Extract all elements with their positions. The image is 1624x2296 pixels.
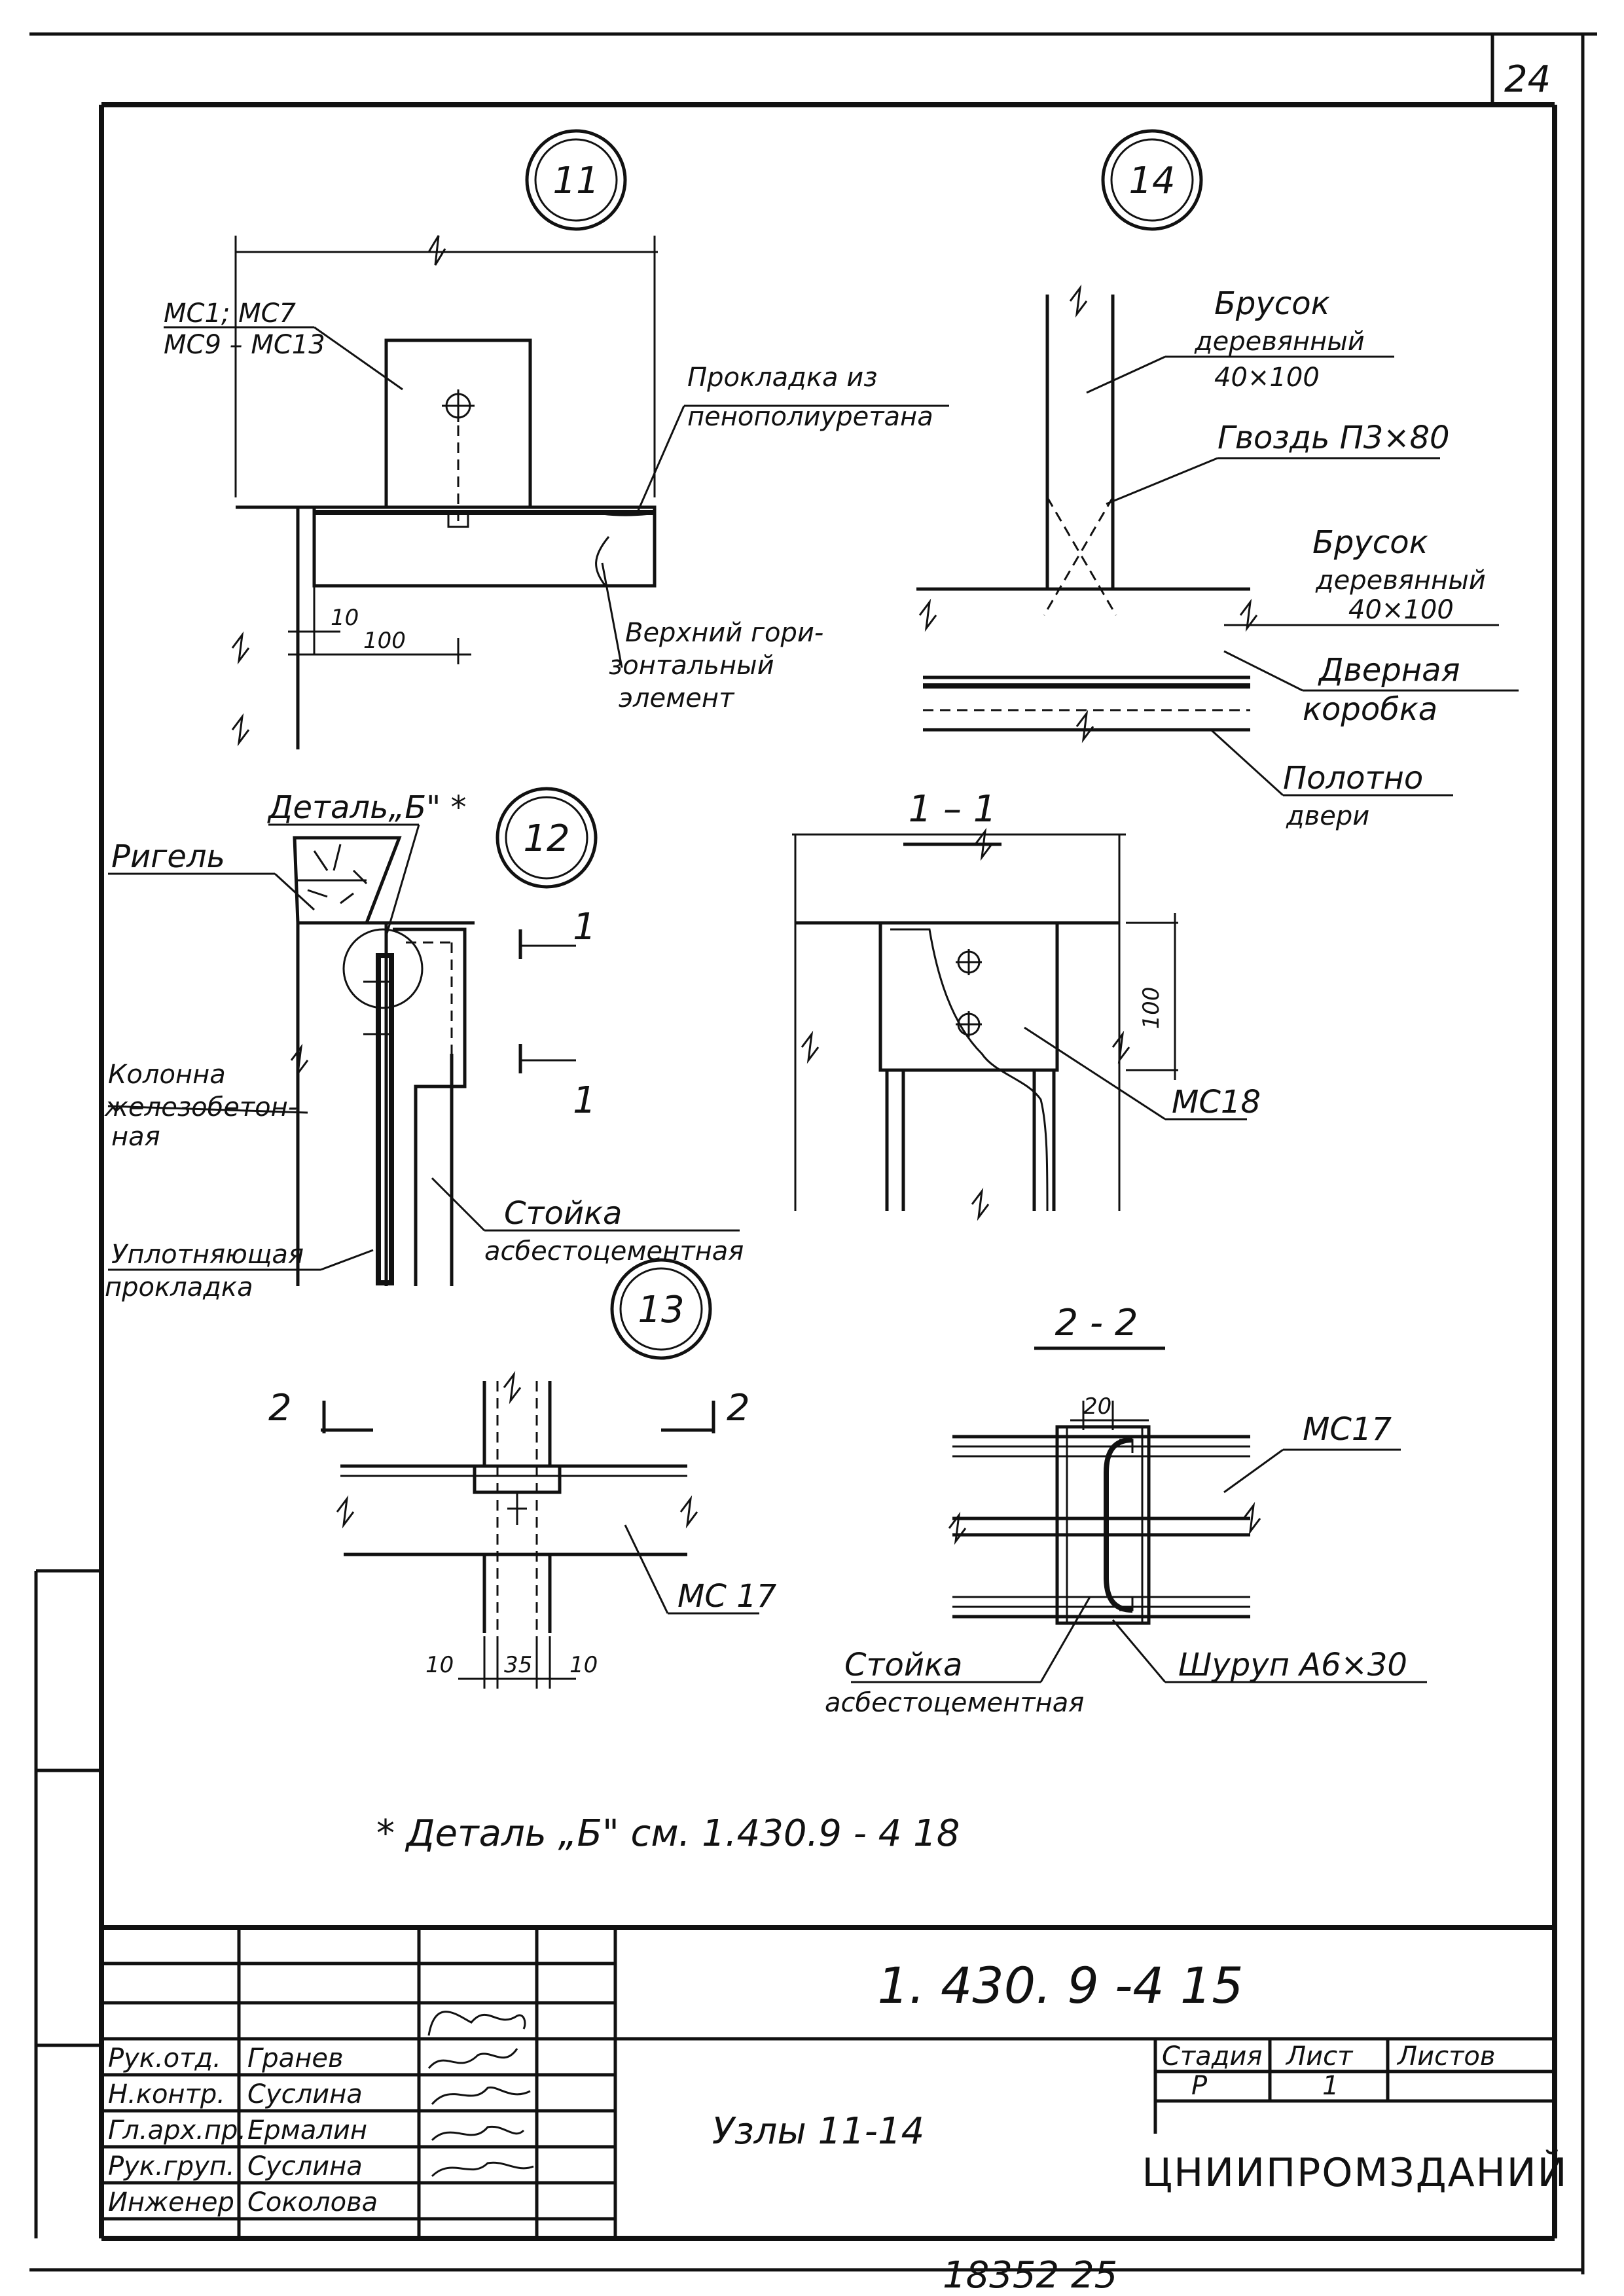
title-block [101, 1925, 1555, 2238]
tb-code: 1. 430. 9 -4 15 [877, 1956, 1243, 2015]
detail-14: 14 [916, 129, 1519, 797]
tb-stage-header: Стадия [1162, 2041, 1262, 2072]
s11-title: 1 – 1 [909, 788, 997, 831]
d11-dim-10: 10 [331, 605, 359, 631]
tb-role-5: Инженер [108, 2187, 234, 2217]
tb-name-2: Суслина [247, 2079, 363, 2109]
s22-title: 2 - 2 [1055, 1302, 1138, 1344]
s22-post-2: асбестоцементная [825, 1688, 1084, 1718]
d12-column-2: железобетон- [104, 1092, 297, 1122]
d14-bar-top-1: Брусок [1214, 285, 1330, 322]
d14-bar-mid-3: 40×100 [1348, 595, 1454, 625]
tb-title: Узлы 11-14 [712, 2110, 924, 2153]
tb-role-1: Рук.отд. [108, 2043, 221, 2073]
d12-column-1: Колонна [108, 1060, 226, 1090]
d11-label-mc-1: МС1; МС7 [164, 298, 297, 329]
tb-name-3: Ермалин [247, 2115, 367, 2145]
d12-detail-b: Деталь„Б" * [267, 789, 467, 826]
d14-frame-2: коробка [1303, 691, 1437, 728]
d13-cut-mark-left: 2 [268, 1387, 292, 1429]
d14-leaf-1: Полотно [1283, 760, 1423, 797]
section-1-1 [792, 827, 1247, 1221]
d11-dim-100: 100 [363, 628, 406, 654]
detail-13-marker: 13 [638, 1289, 684, 1331]
d14-frame-1: Дверная [1318, 652, 1460, 689]
detail-13: 13 [321, 1258, 759, 1689]
section-2-2 [851, 1346, 1427, 1683]
tb-organization: ЦНИИПРОМЗДАНИЙ [1142, 2149, 1568, 2196]
detail-12: 12 [107, 787, 740, 1286]
d14-leaf-2: двери [1286, 801, 1369, 831]
d11-element-1: Верхний гори- [625, 618, 823, 648]
tb-role-3: Гл.арх.пр. [108, 2115, 246, 2145]
d14-bar-top-3: 40×100 [1214, 363, 1320, 393]
s22-dim-20: 20 [1083, 1393, 1111, 1420]
bottom-number: 18352 25 [943, 2254, 1117, 2296]
detail-11: 11 [164, 129, 949, 749]
tb-stage: Р [1191, 2071, 1208, 2101]
d12-seal-1: Уплотняющая [111, 1240, 304, 1270]
detail-11-marker: 11 [552, 160, 599, 202]
d14-nail: Гвоздь П3×80 [1218, 420, 1450, 456]
s22-screw: Шуруп А6×30 [1178, 1647, 1407, 1683]
d12-post-1: Стойка [504, 1195, 622, 1232]
d14-bar-top-2: деревянный [1194, 327, 1365, 357]
tb-role-4: Рук.груп. [108, 2151, 235, 2181]
s11-mc: МС18 [1172, 1084, 1261, 1121]
s22-post-1: Стойка [844, 1647, 962, 1683]
d11-gasket-2: пенополиуретана [687, 402, 933, 432]
d11-element-2: зонтальный [609, 651, 774, 681]
d11-element-3: элемент [619, 683, 735, 713]
tb-sheet-header: Лист [1285, 2041, 1354, 2072]
d13-mc: МС 17 [677, 1578, 777, 1615]
d12-post-2: асбестоцементная [484, 1236, 744, 1266]
d11-label-mc-2: МС9 – МС13 [164, 330, 325, 360]
s11-dim-100: 100 [1138, 987, 1164, 1030]
d13-dim-10b: 10 [569, 1652, 598, 1678]
sheet-number: 24 [1504, 58, 1551, 101]
tb-role-2: Н.контр. [108, 2079, 225, 2109]
d12-seal-2: прокладка [105, 1272, 253, 1302]
d11-gasket-1: Прокладка из [687, 363, 878, 393]
tb-name-5: Соколова [247, 2187, 378, 2217]
tb-name-4: Суслина [247, 2151, 363, 2181]
s22-mc: МС17 [1303, 1411, 1392, 1448]
tb-name-1: Гранев [247, 2043, 344, 2073]
detail-b-note: * Деталь „Б" см. 1.430.9 - 4 18 [376, 1812, 960, 1855]
d12-rigel: Ригель [111, 838, 225, 875]
d13-dim-35: 35 [504, 1652, 532, 1678]
sheet-frame [29, 32, 1597, 2274]
tb-sheets-header: Листов [1396, 2041, 1495, 2072]
d13-cut-mark-right: 2 [727, 1387, 750, 1429]
d12-cut-mark-bottom: 1 [573, 1079, 596, 1122]
tb-sheet: 1 [1322, 2071, 1339, 2101]
d13-dim-10a: 10 [425, 1652, 454, 1678]
d14-bar-mid-2: деревянный [1315, 565, 1486, 596]
detail-12-marker: 12 [523, 817, 569, 860]
d12-cut-mark-top: 1 [573, 906, 596, 948]
d14-bar-mid-1: Брусок [1312, 524, 1428, 561]
d12-column-3: ная [111, 1122, 160, 1152]
detail-14-marker: 14 [1128, 160, 1175, 202]
